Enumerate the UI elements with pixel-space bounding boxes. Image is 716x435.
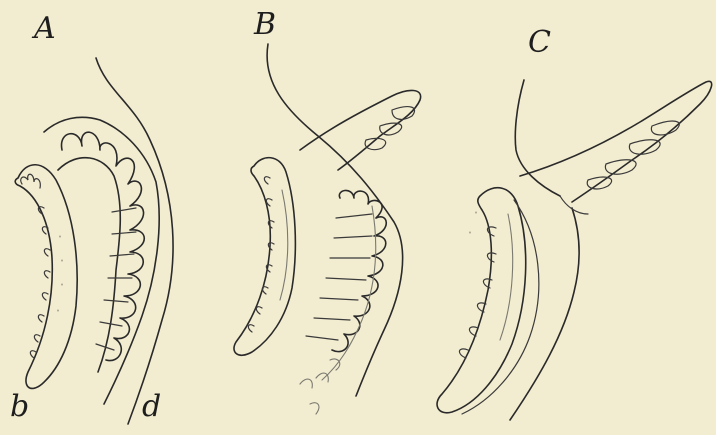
panel-c-left-bow — [437, 188, 526, 413]
label-b-panel: B — [254, 10, 276, 40]
panel-b-drawing — [234, 44, 421, 414]
label-a: A — [34, 14, 56, 44]
label-d: d — [142, 392, 161, 422]
panel-c-body-wall — [515, 80, 560, 196]
panel-b-bow-inner — [280, 190, 288, 300]
label-c: C — [528, 28, 551, 58]
panel-c-branch-lobes — [587, 121, 679, 189]
panel-c-branch — [520, 81, 712, 202]
panel-c-inner-line — [462, 200, 539, 414]
panel-c-junction — [560, 196, 588, 214]
panel-a-drawing — [15, 58, 173, 424]
panel-a-dots — [58, 236, 62, 311]
panel-c-bow-inner — [470, 212, 513, 340]
panel-b-rack-axis — [322, 206, 376, 380]
panel-a-filament-rack — [62, 132, 145, 360]
panel-b-left-bow — [234, 158, 295, 356]
panel-a-body-wall — [96, 58, 173, 424]
panel-b-body-wall — [267, 44, 403, 396]
panel-a-arch-lower — [58, 158, 120, 372]
panel-c-drawing — [437, 80, 712, 420]
label-b-lower: b — [10, 392, 29, 422]
panel-b-branch — [300, 90, 421, 170]
